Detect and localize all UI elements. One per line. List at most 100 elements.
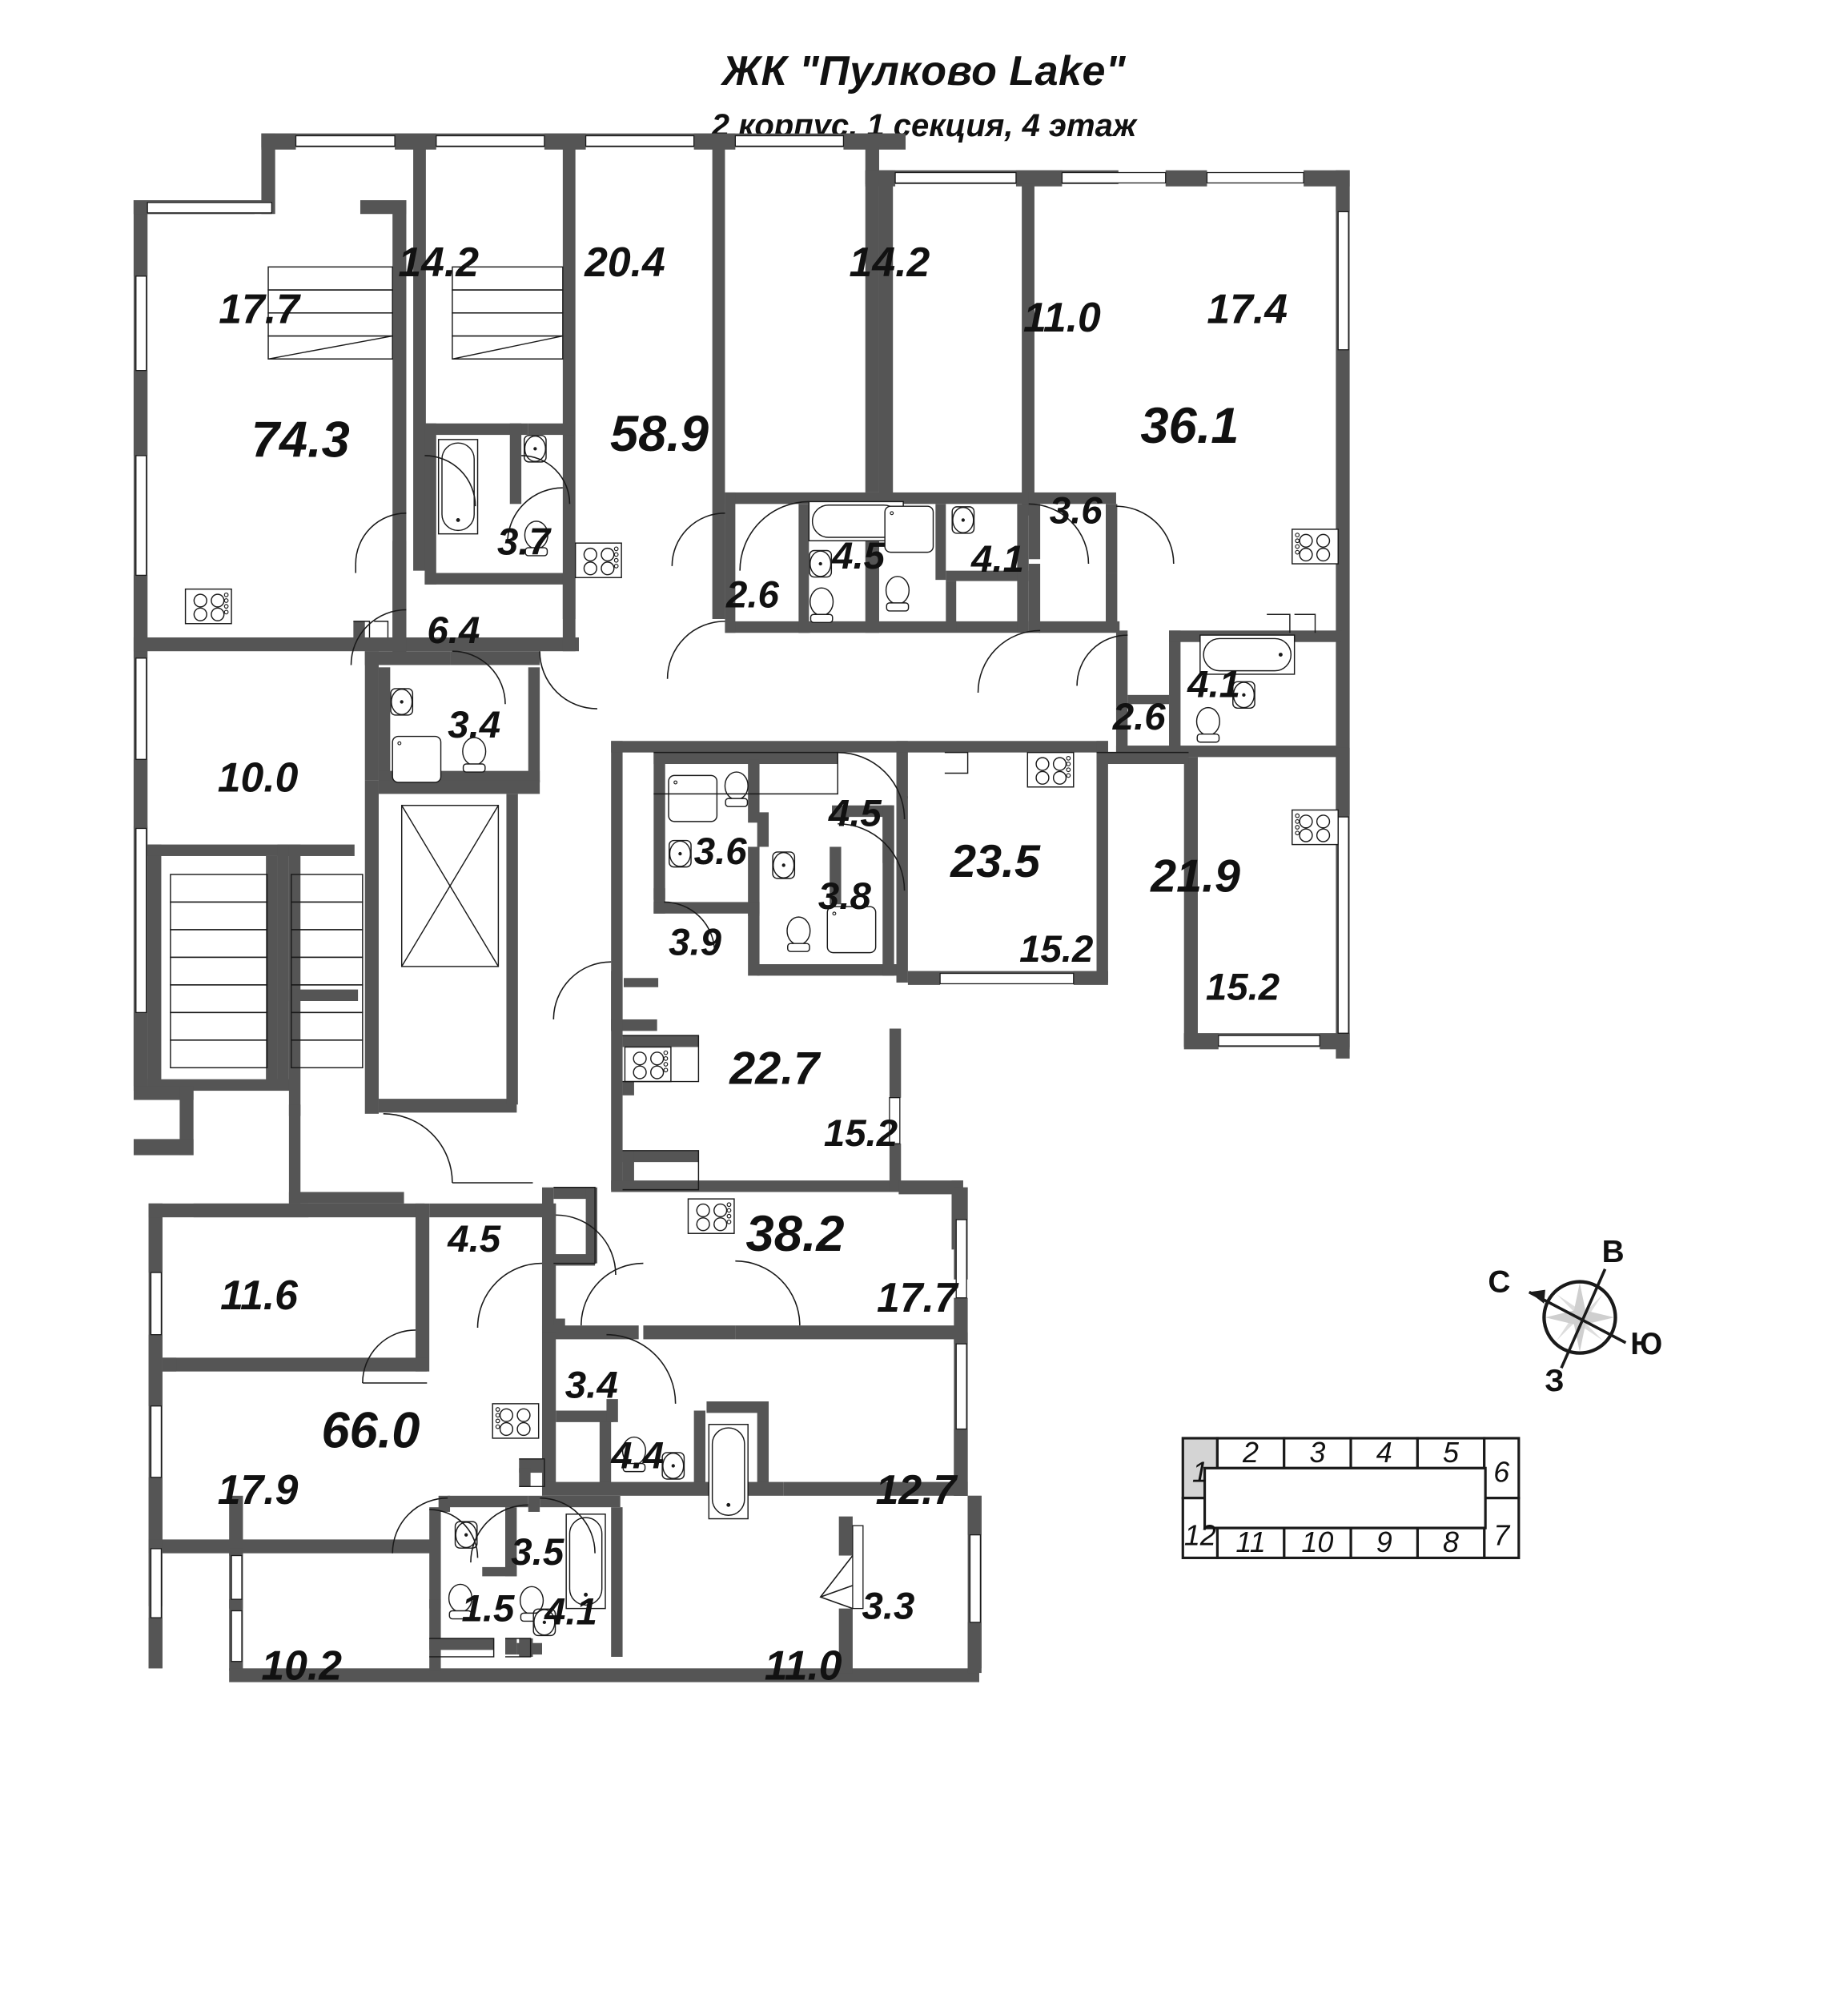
sink-icon [669,839,692,868]
key-courtyard [1203,1466,1487,1530]
key-label-8: 8 [1443,1526,1459,1558]
area-label: 36.1 [1140,398,1239,454]
area-label: 2.6 [1112,696,1167,738]
key-cell-4 [1349,1437,1419,1469]
area-label: 38.2 [746,1206,845,1262]
key-label-3: 3 [1309,1436,1325,1469]
stove-icon [184,588,232,625]
stove-icon [624,1046,672,1083]
stove-icon [574,542,622,578]
stove-icon [1292,529,1339,565]
area-label: 3.4 [448,704,500,746]
area-label: 11.0 [765,1642,842,1689]
page-title: ЖК "Пулково Lake" [721,48,1127,94]
key-label-2: 2 [1242,1436,1259,1469]
compass-west-label: З [1545,1364,1564,1398]
stove-icon [492,1403,540,1439]
area-label: 11.6 [220,1272,299,1318]
toilet-icon [1195,706,1220,743]
sink-icon [661,1452,685,1480]
windows-layer [135,135,1349,1662]
sink-icon [951,506,975,534]
stove-icon [687,1198,735,1234]
area-label: 15.2 [1206,967,1280,1009]
key-cell-9 [1349,1526,1419,1559]
stair-run-74-3 [267,266,393,360]
area-label: 3.3 [862,1586,915,1628]
key-cell-7 [1483,1497,1521,1559]
key-label-4: 4 [1376,1436,1392,1469]
key-plan: 1 2 3 4 5 6 7 8 9 10 11 12 [1181,1436,1521,1559]
area-label: 3.6 [694,830,748,873]
sink-icon [772,851,796,879]
walls-layer [133,133,1350,1682]
stove-icon [1026,751,1075,788]
key-label-5: 5 [1443,1436,1460,1469]
key-label-9: 9 [1376,1526,1392,1558]
area-label: 20.4 [584,239,665,285]
title-block: ЖК "Пулково Lake" 2 корпус, 1 секция, 4 … [0,48,1848,144]
area-label: 21.9 [1150,851,1240,903]
area-label: 58.9 [610,406,709,462]
area-label: 3.8 [818,875,872,918]
area-label: 4.1 [1187,664,1240,706]
area-label: 4.5 [447,1218,501,1260]
counter-lines [353,613,1316,1658]
bathtub-icon [708,1424,749,1520]
stove-icon [1292,809,1339,846]
key-label-7: 7 [1493,1519,1511,1552]
area-label: 23.5 [950,836,1041,887]
key-label-1: 1 [1192,1456,1208,1489]
compass-south-label: Ю [1630,1327,1662,1361]
shower-icon [884,505,934,553]
area-label: 14.2 [398,239,479,285]
compass-east-label: В [1602,1235,1625,1269]
area-label: 3.7 [497,521,552,564]
area-label: 1.5 [462,1587,516,1630]
linework-layer [170,266,1339,1658]
key-label-10: 10 [1301,1526,1333,1558]
toilet-icon [724,771,749,807]
key-cell-11 [1215,1526,1286,1559]
area-label: 4.5 [828,793,882,835]
area-label: 2.6 [725,574,780,617]
shower-icon [668,774,718,822]
area-label: 10.2 [261,1642,342,1689]
area-label: 4.4 [610,1434,664,1477]
key-cell-2 [1215,1437,1286,1469]
area-label: 14.2 [850,239,930,285]
area-label: 22.7 [729,1043,822,1094]
toilet-icon [810,587,834,624]
area-label: 4.1 [544,1591,597,1634]
shower-icon [392,735,442,783]
area-label: 17.7 [219,286,301,332]
area-label: 3.9 [669,922,722,964]
area-label: 6.4 [427,609,480,652]
area-label: 3.5 [511,1531,564,1574]
area-label: 17.4 [1207,286,1288,332]
area-label: 3.6 [1050,490,1103,533]
area-label: 66.0 [321,1402,420,1458]
key-label-6: 6 [1493,1456,1509,1489]
key-label-12: 12 [1184,1519,1216,1552]
area-label: 74.3 [251,412,350,468]
area-label: 4.1 [970,538,1024,581]
stair-run-58-9 [452,266,564,360]
area-label: 15.2 [1019,928,1093,971]
area-label: 3.4 [565,1365,618,1407]
balcony-3-3 [819,1555,854,1610]
elevator-shaft [400,805,500,967]
area-label: 11.0 [1023,294,1101,340]
sink-icon [390,688,414,716]
compass-north-label: С [1488,1265,1510,1300]
key-label-11: 11 [1235,1526,1265,1558]
compass-rose: С В Ю З [1488,1235,1662,1398]
sink-icon [809,549,833,578]
toilet-icon [786,916,811,952]
area-label: 10.0 [218,754,299,801]
toilet-icon [885,576,910,612]
area-label: 15.2 [824,1112,898,1155]
key-cell-5 [1416,1437,1486,1469]
